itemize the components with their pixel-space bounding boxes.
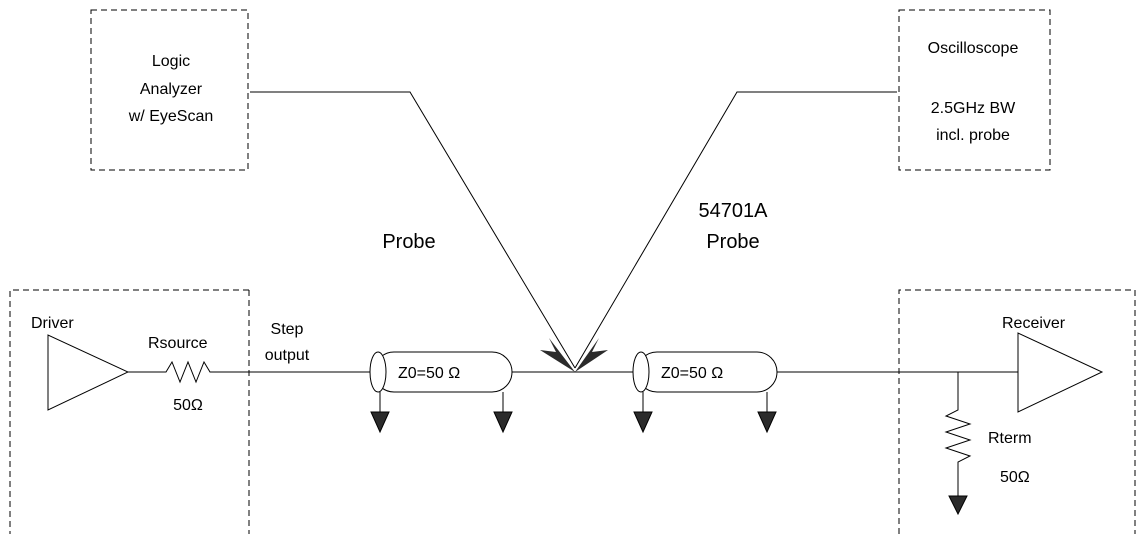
driver-block: Driver Rsource 50Ω (9, 289, 374, 534)
driver-buffer-symbol (47, 334, 130, 411)
rterm-ground (948, 495, 968, 516)
logic-analyzer-label-1: Logic (152, 53, 190, 70)
driver-label: Driver (31, 315, 74, 332)
probe-right-label-2: Probe (706, 231, 759, 253)
tline1-end-cap (369, 351, 387, 393)
tline1-ground-left (370, 411, 390, 434)
oscilloscope-probe-cable (574, 91, 897, 369)
driver-box (9, 289, 249, 534)
tline1-label: Z0=50 Ω (398, 365, 460, 382)
logic-analyzer-block: Logic Analyzer w/ EyeScan (90, 9, 249, 171)
step-output-label-1: Step (271, 321, 304, 338)
transmission-line-2: Z0=50 Ω (632, 351, 778, 434)
tline2-label: Z0=50 Ω (661, 365, 723, 382)
step-output-label-2: output (265, 347, 310, 364)
receiver-label: Receiver (1002, 315, 1066, 332)
oscilloscope-block: Oscilloscope 2.5GHz BW incl. probe (898, 9, 1051, 171)
rterm-label: Rterm (988, 430, 1032, 447)
probe-tip-left (540, 338, 575, 372)
probe-left-label: Probe (382, 231, 435, 253)
rsource-label: Rsource (148, 335, 208, 352)
rsource-value: 50Ω (173, 397, 203, 414)
logic-analyzer-label-3: w/ EyeScan (128, 108, 213, 125)
oscilloscope-box (898, 9, 1051, 171)
logic-analyzer-probe-cable (250, 91, 576, 369)
probe-right-label-1: 54701A (699, 200, 769, 222)
transmission-line-1: Z0=50 Ω (369, 351, 513, 434)
tline2-ground-right (757, 411, 777, 434)
tline2-end-cap (632, 351, 650, 393)
receiver-block: Receiver Rterm 50Ω (898, 289, 1136, 534)
tline2-ground-left (633, 411, 653, 434)
logic-analyzer-label-2: Analyzer (140, 81, 203, 98)
tline1-ground-right (493, 411, 513, 434)
receiver-buffer-symbol (1017, 332, 1104, 413)
oscilloscope-label-2: 2.5GHz BW (931, 100, 1016, 117)
logic-analyzer-box (90, 9, 249, 171)
rterm-value: 50Ω (1000, 469, 1030, 486)
probe-tip-right (575, 338, 608, 372)
oscilloscope-label-3: incl. probe (936, 127, 1010, 144)
receiver-box (898, 289, 1136, 534)
oscilloscope-label-1: Oscilloscope (928, 40, 1019, 57)
rterm-resistor (944, 372, 972, 496)
rsource-resistor (128, 360, 374, 384)
